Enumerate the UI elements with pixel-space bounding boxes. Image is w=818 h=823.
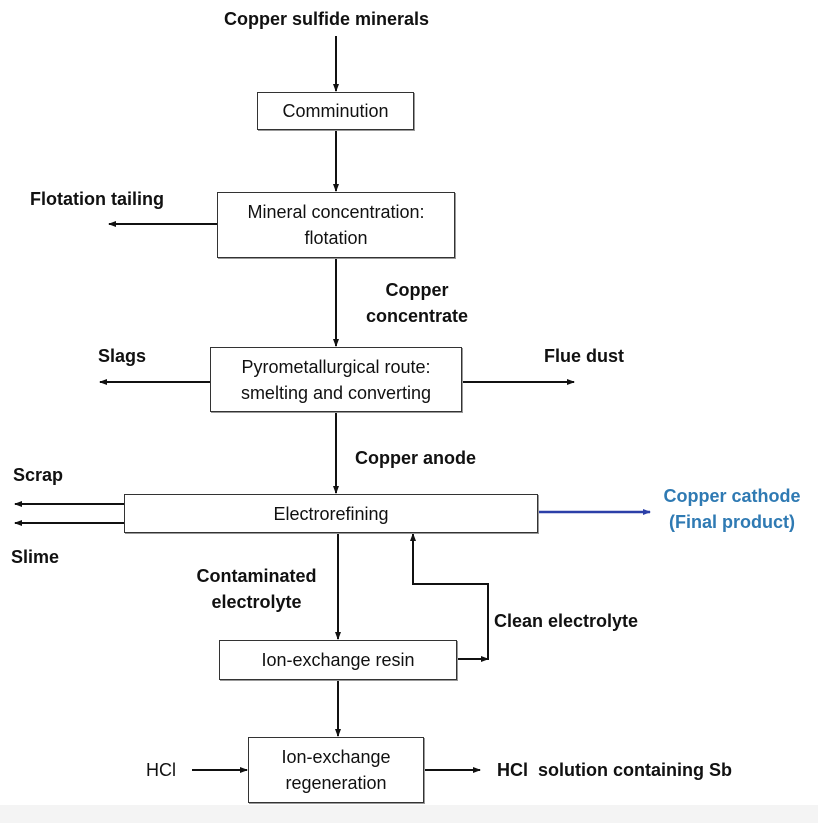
process-pyro-line1: Pyrometallurgical route:: [241, 356, 431, 377]
process-ix-regen-line1: Ion-exchange: [281, 747, 391, 767]
process-comminution-label: Comminution: [282, 101, 389, 121]
stream-contaminated-line1: Contaminated: [196, 566, 317, 586]
process-flotation-line2: flotation: [304, 228, 368, 248]
stream-scrap: Scrap: [13, 465, 64, 485]
input-hcl: HCl: [146, 760, 176, 780]
stream-slime: Slime: [11, 547, 60, 567]
process-electrorefining: Electrorefining: [124, 494, 538, 533]
connector-layer: [14, 36, 651, 773]
stream-contaminated-line2: electrolyte: [211, 592, 302, 612]
process-electrorefining-label: Electrorefining: [273, 503, 389, 524]
process-pyrometallurgical: Pyrometallurgical route: smelting and co…: [210, 347, 462, 412]
flow-diagram: Copper sulfide minerals Comminution Flot…: [11, 9, 812, 803]
process-pyro-line2: smelting and converting: [240, 382, 432, 403]
process-ix-regen-line2: regeneration: [285, 773, 387, 793]
stream-copper-concentrate-line2: concentrate: [365, 306, 469, 326]
process-ix-resin-label: Ion-exchange resin: [261, 650, 415, 670]
product-copper-cathode-line1: Copper cathode: [663, 486, 801, 506]
stream-clean-electrolyte: Clean electrolyte: [494, 611, 639, 631]
output-hcl-solution-sb: HCl solution containing Sb: [497, 760, 732, 780]
process-flotation-line1: Mineral concentration:: [247, 202, 425, 222]
stream-copper-concentrate-line1: Copper: [385, 280, 449, 300]
product-copper-cathode-line2: (Final product): [669, 512, 795, 532]
process-flotation: Mineral concentration: flotation: [217, 192, 455, 258]
process-ion-exchange-regeneration: Ion-exchange regeneration: [248, 737, 424, 803]
stream-slags: Slags: [98, 346, 147, 366]
process-comminution: Comminution: [257, 92, 414, 130]
process-ion-exchange-resin: Ion-exchange resin: [219, 640, 457, 680]
stream-flue-dust: Flue dust: [544, 346, 624, 366]
stream-copper-anode: Copper anode: [355, 448, 477, 468]
stream-copper-concentrate: Copper concentrate: [352, 277, 482, 329]
stream-flotation-tailing: Flotation tailing: [30, 189, 164, 209]
footer-strip: [0, 805, 818, 823]
input-copper-sulfide-minerals: Copper sulfide minerals: [224, 9, 430, 29]
product-copper-cathode: Copper cathode (Final product): [652, 483, 812, 535]
stream-contaminated-electrolyte: Contaminated electrolyte: [184, 563, 329, 615]
